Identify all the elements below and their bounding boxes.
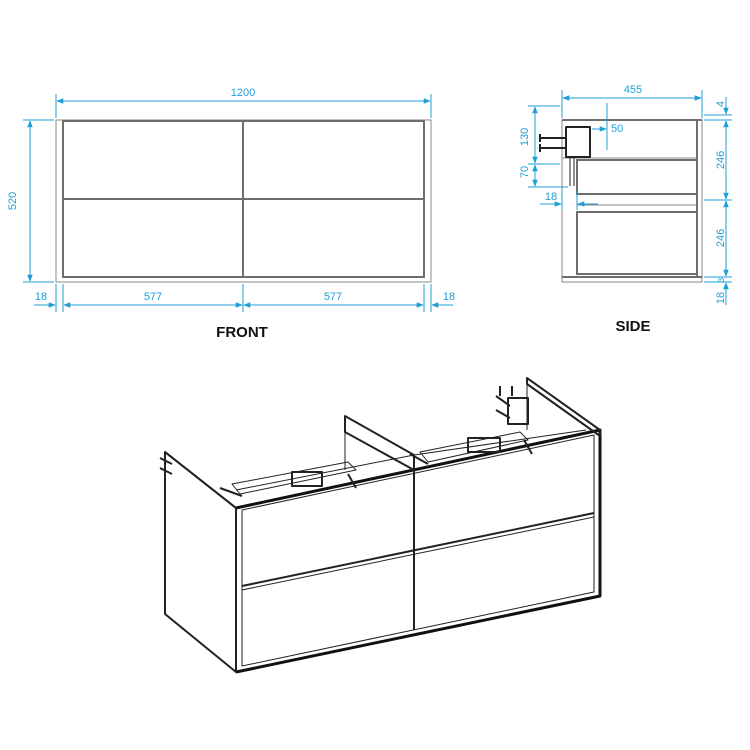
side-waste-width-label: 50 xyxy=(611,123,623,135)
side-base-small-label: 3 xyxy=(717,277,726,282)
side-top-label: 4 xyxy=(715,101,727,107)
side-waste-dimensions: 130 70 18 xyxy=(519,105,598,210)
side-waste-height-label: 130 xyxy=(519,128,531,146)
iso-right-side-top xyxy=(526,377,601,437)
front-side-left-label: 18 xyxy=(35,291,47,303)
side-right-dimensions: 4 246 246 3 18 xyxy=(704,97,732,305)
side-depth-dimension: 455 xyxy=(561,84,703,118)
side-base-label: 18 xyxy=(715,292,727,304)
iso-left-side-panel xyxy=(164,451,237,673)
side-view-label: SIDE xyxy=(615,318,650,335)
side-lower-drawer xyxy=(576,211,698,275)
front-view: 1200 520 18 577 577 18 FRONT xyxy=(7,87,455,341)
side-waste-depth-label: 18 xyxy=(545,191,557,203)
front-width-label: 1200 xyxy=(231,87,255,99)
side-cabinet-outline xyxy=(561,119,703,283)
front-side-right-label: 18 xyxy=(443,291,455,303)
iso-front-face xyxy=(235,428,602,674)
side-view: 455 50 130 70 18 xyxy=(519,84,732,335)
front-drawer-left-label: 577 xyxy=(144,291,162,303)
iso-front-drawer-line xyxy=(241,512,595,587)
front-view-label: FRONT xyxy=(216,324,268,341)
front-drawer-right-label: 577 xyxy=(324,291,342,303)
iso-left-basin-cutout xyxy=(231,461,357,495)
front-height-label: 520 xyxy=(7,192,19,210)
side-upper-drawer-label: 246 xyxy=(715,151,727,169)
iso-waste-fittings xyxy=(159,386,529,475)
side-waste-offset-label: 70 xyxy=(519,166,531,178)
iso-front-inner xyxy=(241,434,595,667)
front-width-dimension: 1200 xyxy=(55,87,432,118)
side-waste-width-dimension: 50 xyxy=(592,103,623,150)
side-lower-drawer-label: 246 xyxy=(715,229,727,247)
isometric-view xyxy=(159,377,602,674)
waste-trap xyxy=(539,126,591,186)
side-depth-label: 455 xyxy=(624,84,642,96)
front-bottom-dimensions: 18 577 577 18 xyxy=(34,284,455,312)
front-height-dimension: 520 xyxy=(7,119,54,283)
side-upper-drawer xyxy=(576,159,698,195)
